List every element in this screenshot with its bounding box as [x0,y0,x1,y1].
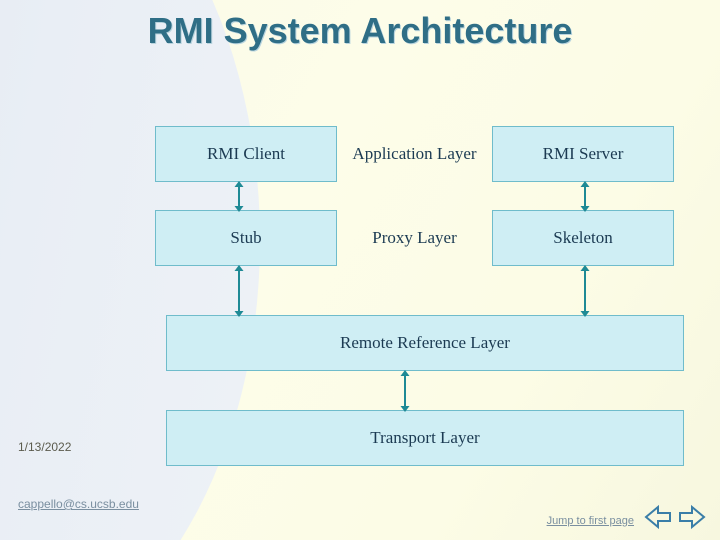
email-link[interactable]: cappello@cs.ucsb.edu [18,497,139,511]
page-title: RMI System Architecture [147,10,573,51]
diagram-box-skeleton[interactable]: Skeleton [492,210,674,266]
diagram-box-rmi-server[interactable]: RMI Server [492,126,674,182]
jump-to-first-page-link[interactable]: Jump to first page [546,515,634,527]
diagram-box-label: Proxy Layer [372,228,457,248]
double-arrow-icon-rrl-transport [399,370,411,412]
diagram-box-label: Stub [230,228,262,248]
double-arrow-icon-server-skeleton [579,181,591,212]
left-right-arrows-icon[interactable] [644,503,706,531]
double-arrow-icon-skeleton-rrl [579,265,591,317]
diagram-box-label: RMI Client [207,144,285,164]
diagram-box-application-layer[interactable]: Application Layer [337,126,492,182]
double-arrow-icon-client-stub [233,181,245,212]
diagram-box-stub[interactable]: Stub [155,210,337,266]
diagram-box-label: Application Layer [352,144,477,164]
diagram-box-label: Remote Reference Layer [340,333,510,353]
diagram-box-transport-layer[interactable]: Transport Layer [166,410,684,466]
double-arrow-icon-stub-rrl [233,265,245,317]
diagram-box-remote-reference-layer[interactable]: Remote Reference Layer [166,315,684,371]
diagram-box-label: RMI Server [542,144,624,164]
slide-date: 1/13/2022 [18,440,72,454]
diagram-box-label: Skeleton [553,228,613,248]
diagram-box-rmi-client[interactable]: RMI Client [155,126,337,182]
diagram-box-proxy-layer[interactable]: Proxy Layer [337,210,492,266]
diagram-box-label: Transport Layer [370,428,480,448]
